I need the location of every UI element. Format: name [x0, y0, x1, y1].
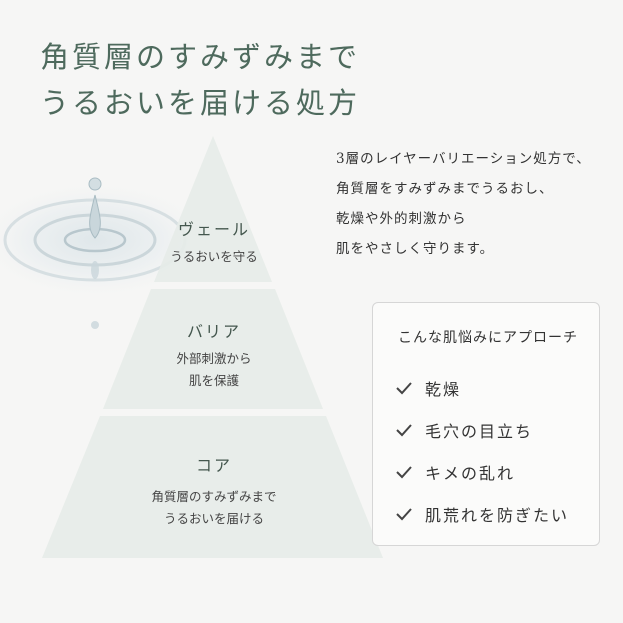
card-title: こんな肌悩みにアプローチ: [398, 330, 578, 346]
description-line: 角質層をすみずみまでうるおし、: [336, 181, 554, 197]
concern-label: キメの乱れ: [425, 464, 516, 483]
tier-title: コア: [195, 456, 232, 475]
headline-line-2: うるおいを届ける処方: [40, 86, 361, 120]
tier-desc-line: うるおいを届ける: [163, 511, 264, 526]
list-item: 毛穴の目立ち: [395, 409, 569, 451]
pyramid-tier-veil: ヴェール うるおいを守る: [84, 216, 344, 268]
tier-desc: うるおいを守る: [84, 246, 344, 268]
tier-desc-line: 角質層のすみずみまで: [151, 489, 277, 504]
check-icon: [396, 382, 412, 395]
description-line: 乾燥や外的刺激から: [336, 211, 467, 227]
list-item: 乾燥: [395, 367, 569, 409]
tier-desc-line: うるおいを守る: [170, 249, 258, 264]
pyramid-middle: [103, 289, 323, 409]
tier-desc: 角質層のすみずみまで うるおいを届ける: [84, 486, 344, 530]
check-icon: [396, 466, 412, 479]
concern-list: 乾燥 毛穴の目立ち キメの乱れ 肌荒れを防ぎたい: [395, 367, 569, 535]
tier-desc: 外部刺激から 肌を保護: [84, 348, 344, 392]
concern-label: 毛穴の目立ち: [425, 422, 534, 441]
description-line: 3層のレイヤーバリエーション処方で、: [336, 151, 591, 167]
concern-label: 肌荒れを防ぎたい: [425, 506, 570, 525]
skin-concerns-card: こんな肌悩みにアプローチ 乾燥 毛穴の目立ち キメの乱れ 肌荒れを防ぎたい: [372, 302, 600, 546]
list-item: キメの乱れ: [395, 451, 569, 493]
description-text: 3層のレイヤーバリエーション処方で、 角質層をすみずみまでうるおし、 乾燥や外的…: [336, 144, 591, 264]
check-icon: [396, 424, 412, 437]
tier-title: ヴェール: [177, 220, 250, 239]
pyramid-bottom: [42, 416, 383, 558]
tier-title: バリア: [186, 322, 241, 341]
pyramid-top: [154, 136, 272, 282]
check-icon: [396, 508, 412, 521]
concern-label: 乾燥: [425, 380, 462, 399]
pyramid-tier-core: コア 角質層のすみずみまで うるおいを届ける: [84, 452, 344, 530]
description-line: 肌をやさしく守ります。: [336, 241, 495, 257]
headline-line-1: 角質層のすみずみまで: [40, 40, 361, 74]
pyramid-tier-barrier: バリア 外部刺激から 肌を保護: [84, 318, 344, 392]
tier-desc-line: 肌を保護: [188, 373, 239, 388]
headline: 角質層のすみずみまで うるおいを届ける処方: [40, 34, 360, 126]
tier-desc-line: 外部刺激から: [176, 351, 252, 366]
list-item: 肌荒れを防ぎたい: [395, 493, 569, 535]
